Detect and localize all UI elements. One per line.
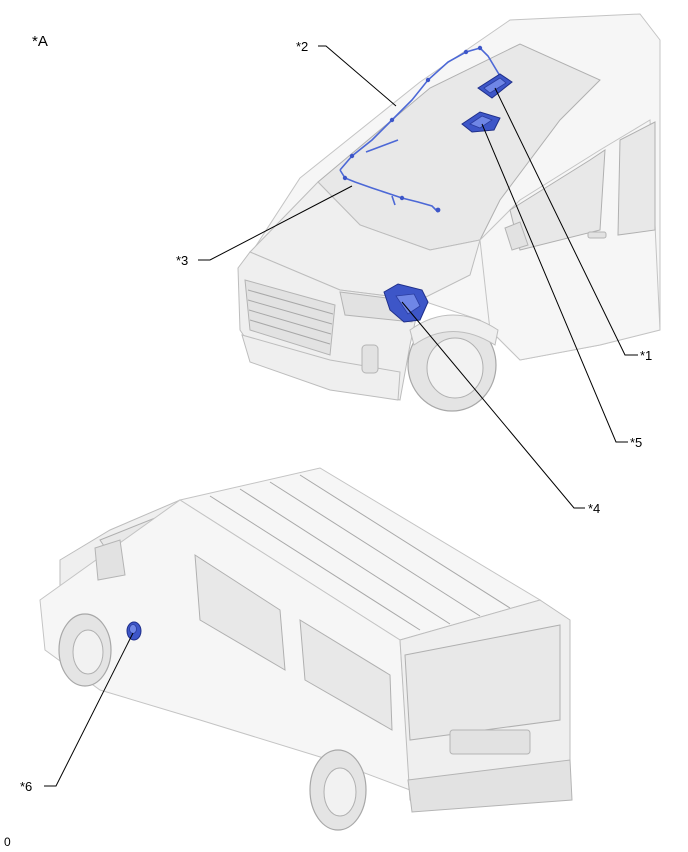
component-6 [126,621,142,641]
leader-line-5 [481,123,628,443]
rear-van-illustration [39,467,573,831]
component-1 [477,73,513,99]
callout-label-6: *6 [20,779,32,794]
callout-label-3: *3 [176,253,188,268]
callout-label-4: *4 [588,501,600,516]
leader-line-6 [44,632,134,787]
footer-code: 0 [4,835,11,849]
wire-harness [339,45,501,213]
component-4 [383,283,429,323]
leader-line-4 [401,301,585,509]
front-van-illustration [237,13,661,412]
leader-lines [44,45,638,787]
leader-line-2 [318,45,397,107]
callout-label-5: *5 [630,435,642,450]
callout-label-2: *2 [296,39,308,54]
leader-line-3 [198,185,353,261]
leader-line-1 [494,87,638,356]
view-label: *A [32,33,48,50]
component-5 [461,111,501,133]
callout-label-1: *1 [640,348,652,363]
